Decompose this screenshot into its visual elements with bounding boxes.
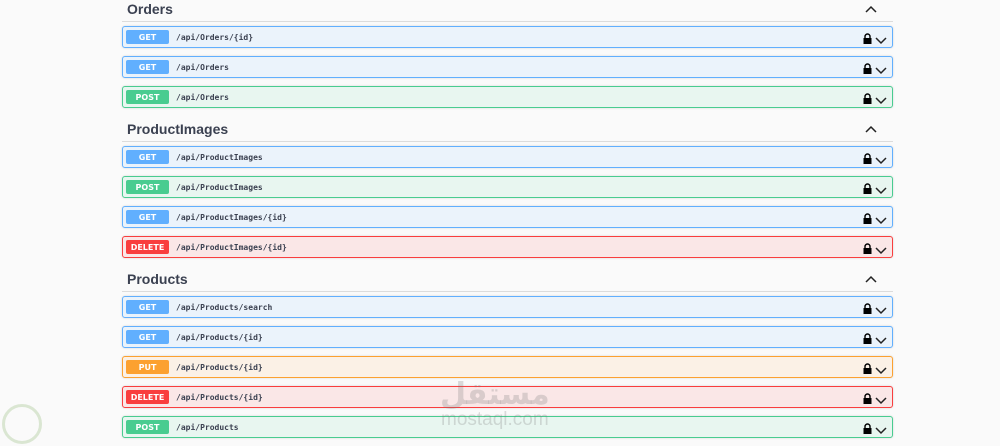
section-products: Products GET /api/Products/search GET /a…: [122, 266, 893, 438]
section-header[interactable]: Orders: [122, 0, 893, 22]
method-badge: GET: [126, 150, 169, 164]
method-badge: GET: [126, 210, 169, 224]
watermark-arabic: مستقل: [440, 377, 550, 412]
operation-put[interactable]: PUT /api/Products/{id}: [122, 356, 893, 378]
lock-icon[interactable]: [863, 211, 872, 224]
lock-icon[interactable]: [863, 91, 872, 104]
lock-icon[interactable]: [863, 331, 872, 344]
chevron-down-icon[interactable]: [875, 242, 887, 255]
operation-path: /api/Products: [176, 422, 239, 432]
watermark: مستقل mostaql.com: [440, 380, 550, 430]
operation-path: /api/Orders: [176, 92, 229, 102]
chevron-down-icon[interactable]: [875, 62, 887, 75]
operation-get[interactable]: GET /api/Products/{id}: [122, 326, 893, 348]
lock-icon[interactable]: [863, 361, 872, 374]
lock-icon[interactable]: [863, 181, 872, 194]
operation-path: /api/Products/{id}: [176, 392, 263, 402]
method-badge: GET: [126, 300, 169, 314]
section-header[interactable]: Products: [122, 266, 893, 292]
operation-path: /api/Orders: [176, 62, 229, 72]
lock-icon[interactable]: [863, 151, 872, 164]
chevron-down-icon[interactable]: [875, 92, 887, 105]
chevron-down-icon[interactable]: [875, 302, 887, 315]
operation-path: /api/ProductImages/{id}: [176, 242, 287, 252]
operation-path: /api/ProductImages: [176, 152, 263, 162]
chevron-down-icon[interactable]: [875, 392, 887, 405]
operation-path: /api/ProductImages: [176, 182, 263, 192]
operation-post[interactable]: POST /api/Orders: [122, 86, 893, 108]
section-orders: Orders GET /api/Orders/{id} GET /api/Ord…: [122, 0, 893, 108]
section-header[interactable]: ProductImages: [122, 116, 893, 142]
operation-get[interactable]: GET /api/ProductImages/{id}: [122, 206, 893, 228]
operation-get[interactable]: GET /api/ProductImages: [122, 146, 893, 168]
section-productimages: ProductImages GET /api/ProductImages POS…: [122, 116, 893, 258]
watermark-latin: mostaql.com: [441, 409, 549, 430]
operation-post[interactable]: POST /api/Products: [122, 416, 893, 438]
chevron-down-icon[interactable]: [875, 182, 887, 195]
chevron-up-icon[interactable]: [864, 2, 878, 16]
lock-icon[interactable]: [863, 301, 872, 314]
lock-icon[interactable]: [863, 391, 872, 404]
operation-path: /api/Products/{id}: [176, 362, 263, 372]
operation-post[interactable]: POST /api/ProductImages: [122, 176, 893, 198]
operation-path: /api/ProductImages/{id}: [176, 212, 287, 222]
method-badge: GET: [126, 330, 169, 344]
section-title: Orders: [127, 0, 173, 17]
chevron-down-icon[interactable]: [875, 422, 887, 435]
chevron-down-icon[interactable]: [875, 362, 887, 375]
operation-get[interactable]: GET /api/Products/search: [122, 296, 893, 318]
method-badge: PUT: [126, 360, 169, 374]
chevron-down-icon[interactable]: [875, 152, 887, 165]
api-operations-list: Orders GET /api/Orders/{id} GET /api/Ord…: [122, 0, 893, 446]
operation-delete[interactable]: DELETE /api/Products/{id}: [122, 386, 893, 408]
method-badge: GET: [126, 60, 169, 74]
operation-path: /api/Products/{id}: [176, 332, 263, 342]
method-badge: DELETE: [126, 240, 169, 254]
operation-path: /api/Products/search: [176, 302, 273, 312]
method-badge: GET: [126, 30, 169, 44]
lock-icon[interactable]: [863, 421, 872, 434]
method-badge: DELETE: [126, 390, 169, 404]
chevron-up-icon[interactable]: [864, 122, 878, 136]
method-badge: POST: [126, 420, 169, 434]
chevron-down-icon[interactable]: [875, 212, 887, 225]
chevron-down-icon[interactable]: [875, 32, 887, 45]
chevron-up-icon[interactable]: [864, 272, 878, 286]
operation-get[interactable]: GET /api/Orders: [122, 56, 893, 78]
lock-icon[interactable]: [863, 241, 872, 254]
lock-icon[interactable]: [863, 31, 872, 44]
method-badge: POST: [126, 180, 169, 194]
chevron-down-icon[interactable]: [875, 332, 887, 345]
section-title: Products: [127, 270, 188, 287]
operation-path: /api/Orders/{id}: [176, 32, 254, 42]
operation-delete[interactable]: DELETE /api/ProductImages/{id}: [122, 236, 893, 258]
method-badge: POST: [126, 90, 169, 104]
operation-get[interactable]: GET /api/Orders/{id}: [122, 26, 893, 48]
lock-icon[interactable]: [863, 61, 872, 74]
section-title: ProductImages: [127, 120, 229, 137]
watermark-logo: [2, 404, 42, 444]
